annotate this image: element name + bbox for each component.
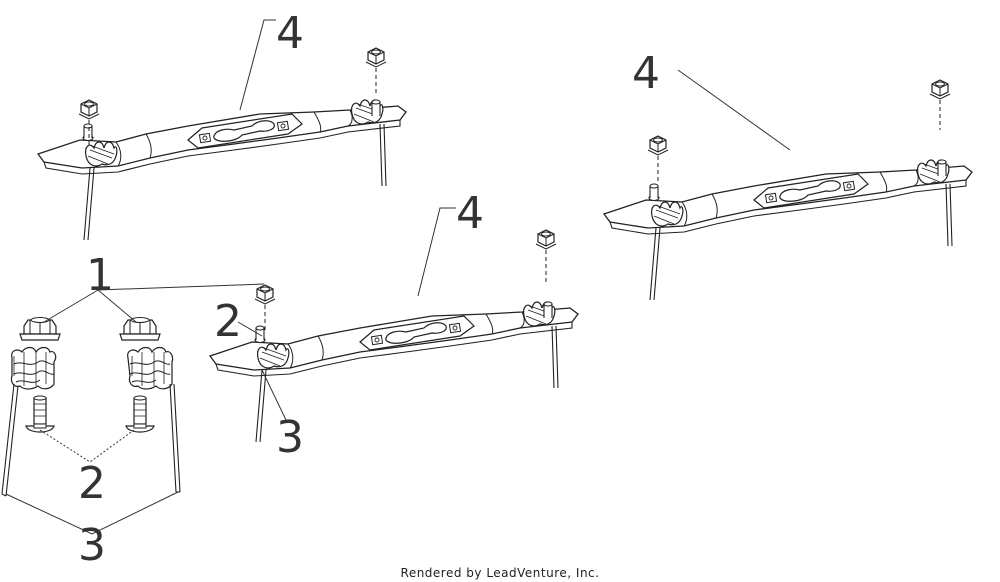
exploded-bolt-right	[125, 395, 155, 433]
flange-nut	[535, 229, 557, 250]
callout-4-top: 4	[276, 8, 304, 59]
callouts: 4 4 4 1 2 2 3 3	[78, 8, 660, 571]
callout-3-center: 3	[276, 412, 304, 463]
callout-1: 1	[86, 250, 114, 301]
blade-assembly-center	[209, 229, 579, 443]
exploded-nut-left	[19, 317, 61, 341]
flange-nut	[78, 99, 100, 120]
callout-4-center: 4	[456, 188, 484, 239]
flange-nut	[254, 284, 276, 305]
flange-nut	[365, 47, 387, 68]
exploded-nut-right	[119, 317, 161, 341]
callout-2-bottom: 2	[78, 458, 106, 509]
exploded-spring-left	[1, 346, 57, 497]
footer-credit: Rendered by LeadVenture, Inc.	[400, 566, 600, 580]
callout-2-center: 2	[214, 296, 242, 347]
blade-assembly-top-left	[37, 47, 407, 241]
exploded-bolt-left	[25, 395, 55, 433]
callout-3-bottom: 3	[78, 520, 106, 571]
exploded-spring-right	[127, 346, 181, 493]
callout-4-right: 4	[632, 48, 660, 99]
flange-nut	[647, 135, 669, 156]
flange-nut	[929, 79, 951, 100]
blade-assembly-right	[603, 79, 973, 301]
leader-lines	[5, 19, 791, 535]
